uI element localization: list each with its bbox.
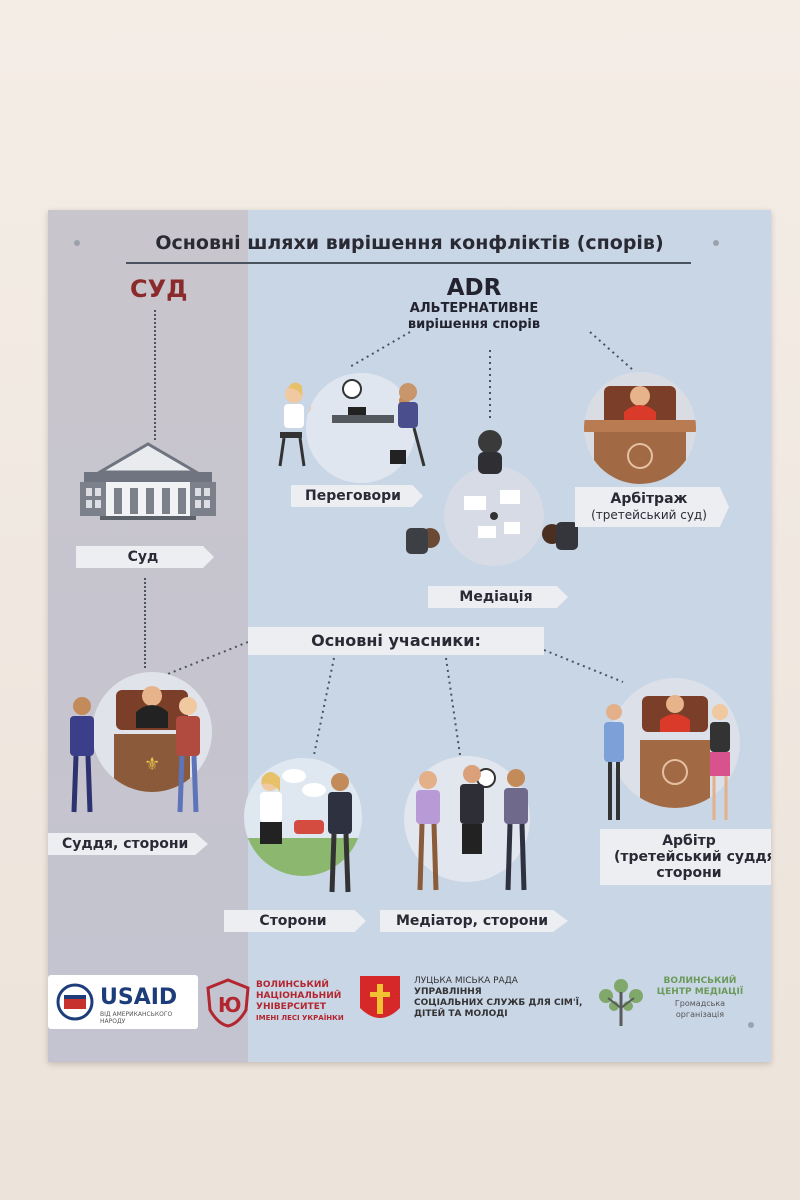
- judge-parties-people-icon: [70, 697, 200, 813]
- vnu-line1: ВОЛИНСЬКИЙ: [256, 980, 329, 990]
- council-line3: СОЦІАЛЬНИХ СЛУЖБ ДЛЯ СІМ'Ї,: [414, 998, 583, 1008]
- adr-heading: ADR: [446, 275, 502, 301]
- arbitration-label-line1: Арбітраж: [610, 491, 688, 507]
- council-line4: ДІТЕЙ ТА МОЛОДІ: [414, 1009, 508, 1019]
- dotted-connectors: [157, 331, 634, 756]
- vcm-line2: ЦЕНТР МЕДІАЦІЇ: [656, 987, 744, 997]
- poster: Основні шляхи вирішення конфліктів (спор…: [48, 210, 771, 1062]
- usaid-logo: USAID ВІД АМЕРИКАНСЬКОГО НАРОДУ: [48, 975, 198, 1029]
- svg-text:⚜: ⚜: [144, 754, 160, 775]
- courthouse-icon: [80, 442, 216, 520]
- svg-text:Ю: Ю: [218, 993, 241, 1017]
- dotted-connector: [144, 578, 146, 668]
- parties-label: Сторони: [224, 910, 366, 932]
- adr-subtitle-2: вирішення спорів: [407, 317, 541, 332]
- council-name: ЛУЦЬКА МІСЬКА РАДА УПРАВЛІННЯ СОЦІАЛЬНИХ…: [414, 976, 582, 1020]
- vnu-line3: УНІВЕРСИТЕТ: [256, 1002, 326, 1012]
- court-column-band: [48, 210, 248, 1062]
- council-line1: ЛУЦЬКА МІСЬКА РАДА: [414, 976, 518, 986]
- mediation-center-tree-icon: [599, 979, 643, 1026]
- mediator-parties-people-icon: [416, 765, 528, 891]
- lutsk-coat-of-arms-icon: [360, 976, 400, 1018]
- vcm-line1: ВОЛИНСЬКИЙ: [663, 976, 737, 986]
- parties-people-icon: [260, 772, 352, 893]
- arbitration-illustration: [584, 372, 696, 484]
- usaid-tagline: ВІД АМЕРИКАНСЬКОГО НАРОДУ: [100, 1011, 173, 1025]
- negotiation-label: Переговори: [291, 485, 423, 507]
- poster-title: Основні шляхи вирішення конфліктів (спор…: [155, 232, 664, 254]
- negotiation-people-icon: [278, 382, 426, 467]
- arbiter-label-line2: (третейський суддя),: [614, 849, 771, 865]
- arbitration-label: Арбітраж (третейський суд): [575, 487, 729, 527]
- adr-subtitle-1: АЛЬТЕРНАТИВНЕ: [409, 301, 539, 316]
- vnu-name: ВОЛИНСЬКИЙ НАЦІОНАЛЬНИЙ УНІВЕРСИТЕТ ІМЕН…: [256, 980, 344, 1024]
- vnu-line4: ІМЕНІ ЛЕСІ УКРАЇНКИ: [256, 1014, 344, 1022]
- adr-heading-block: ADR АЛЬТЕРНАТИВНЕ вирішення спорів: [404, 275, 544, 333]
- pin: [713, 240, 719, 246]
- usaid-seal-icon: [56, 983, 94, 1021]
- arbiter-label-line1: Арбітр: [662, 833, 716, 849]
- mediator-parties-label: Медіатор, сторони: [380, 910, 568, 932]
- vnu-emblem-icon: Ю: [206, 978, 250, 1028]
- pin: [748, 1022, 754, 1028]
- arbiter-label-line3: сторони: [656, 865, 722, 881]
- negotiation-illustration: [306, 373, 416, 483]
- vcm-line3: Громадська: [674, 999, 726, 1008]
- judge-parties-label: Суддя, сторони: [48, 833, 208, 855]
- mediation-illustration: [444, 466, 544, 566]
- dotted-connector: [154, 310, 156, 440]
- mediation-center-name: ВОЛИНСЬКИЙ ЦЕНТР МЕДІАЦІЇ Громадська орг…: [650, 976, 750, 1020]
- mediation-people-icon: [406, 430, 578, 554]
- court-label: Суд: [76, 546, 214, 568]
- title-underline: [126, 262, 691, 264]
- council-line2: УПРАВЛІННЯ: [414, 987, 482, 997]
- arbiter-parties-people-icon: [604, 704, 730, 820]
- mediation-label: Медіація: [428, 586, 568, 608]
- court-heading: СУД: [130, 275, 188, 303]
- usaid-wordmark: USAID: [100, 985, 178, 1010]
- arbiter-parties-label: Арбітр (третейський суддя), сторони: [600, 829, 771, 885]
- vnu-line2: НАЦІОНАЛЬНИЙ: [256, 991, 342, 1001]
- arbitration-label-line2: (третейський суд): [591, 508, 707, 522]
- vcm-line4: організація: [675, 1010, 725, 1019]
- participants-heading: Основні учасники:: [248, 627, 544, 655]
- pin: [74, 240, 80, 246]
